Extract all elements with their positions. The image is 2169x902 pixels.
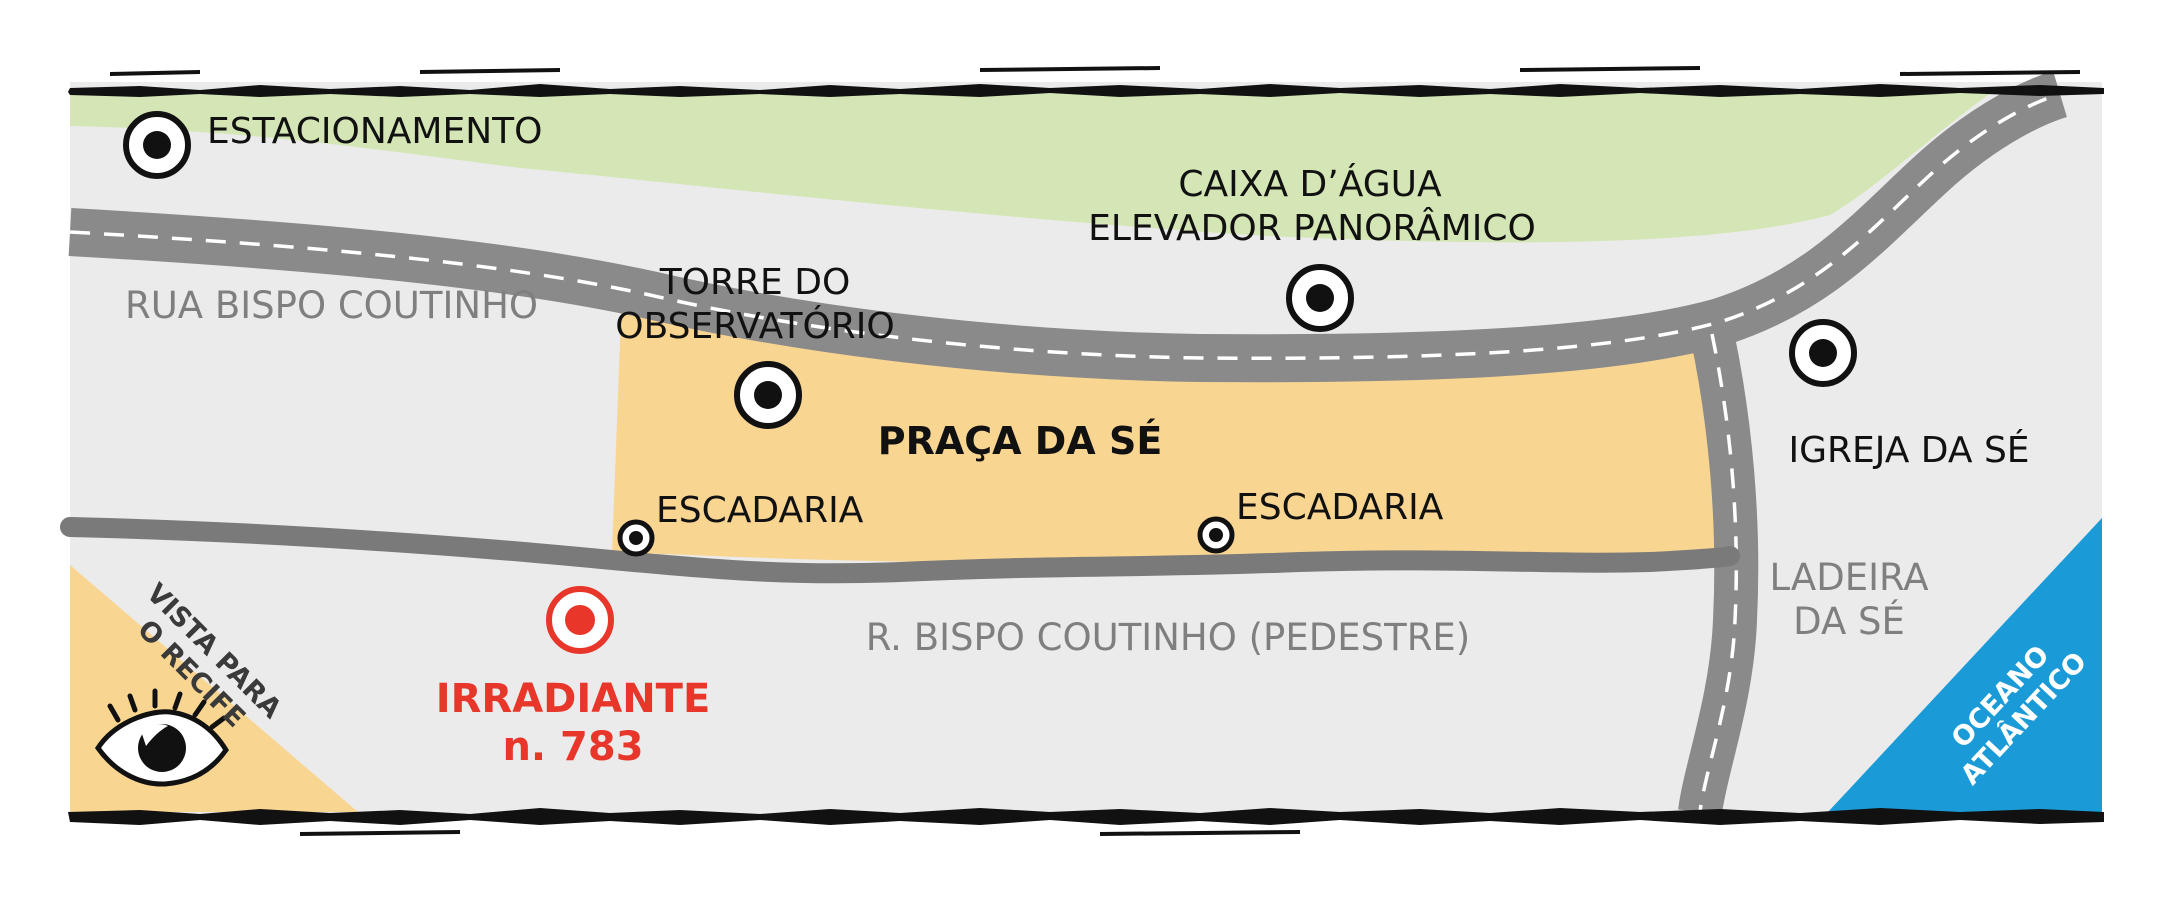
marker-escadaria-west: [617, 519, 655, 557]
torn-edge-bottom: [68, 808, 2104, 836]
label-torre-line1: TORRE DO: [659, 262, 851, 303]
marker-igreja-da-se: [1789, 319, 1857, 387]
marker-escadaria-east: [1197, 516, 1235, 554]
label-caixa-dagua: CAIXA D’ÁGUA: [1178, 163, 1442, 205]
marker-irradiante: [546, 586, 614, 654]
green-area: [70, 92, 1992, 243]
marker-caixa-dagua: [1286, 264, 1354, 332]
marker-torre-observatorio: [734, 361, 802, 429]
label-irradiante-line1: IRRADIANTE: [436, 676, 711, 722]
label-r-bispo-pedestre: R. BISPO COUTINHO (PEDESTRE): [866, 616, 1470, 659]
road-rua-bispo-coutinho: [68, 71, 2068, 383]
road-pedestrian: [60, 517, 1740, 584]
road-ladeira-da-se: [1678, 329, 1759, 816]
label-irradiante-line2: n. 783: [502, 724, 643, 770]
label-escadaria-east: ESCADARIA: [1236, 487, 1444, 528]
ocean-area: [1828, 518, 2102, 812]
label-igreja-da-se: IGREJA DA SÉ: [1788, 429, 2029, 471]
label-ladeira-line2: DA SÉ: [1793, 599, 1905, 643]
label-elevador-panoramico: ELEVADOR PANORÂMICO: [1088, 207, 1536, 249]
label-praca-da-se: PRAÇA DA SÉ: [878, 419, 1163, 463]
torn-edge-top: [68, 66, 2104, 97]
label-rua-bispo-coutinho: RUA BISPO COUTINHO: [125, 284, 538, 327]
label-ladeira-line1: LADEIRA: [1769, 556, 1928, 599]
label-estacionamento: ESTACIONAMENTO: [207, 111, 543, 152]
label-torre-line2: OBSERVATÓRIO: [615, 305, 895, 347]
marker-estacionamento: [123, 111, 191, 179]
label-escadaria-west: ESCADARIA: [656, 490, 864, 531]
eye-icon: [94, 688, 229, 787]
